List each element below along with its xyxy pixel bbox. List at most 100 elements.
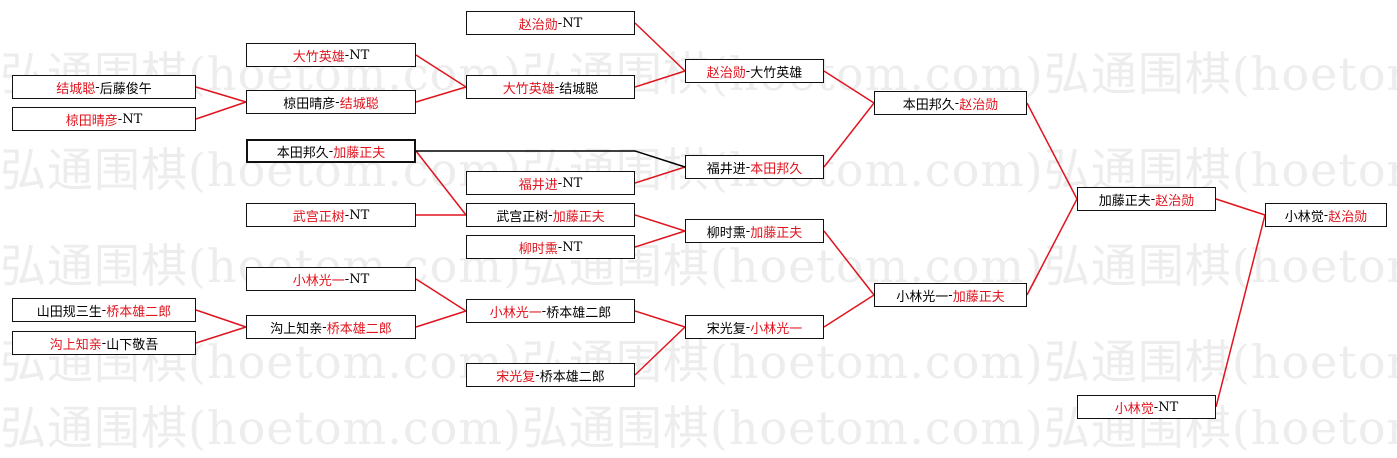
- match-box: 椋田晴彦-结城聪: [246, 90, 416, 114]
- match-box: 武宫正树-加藤正夫: [466, 203, 635, 227]
- match-separator: -: [101, 335, 107, 351]
- match-box: 武宫正树-NT: [246, 203, 416, 227]
- connector: [195, 101, 247, 120]
- match-separator: -: [554, 79, 560, 95]
- player-name: 桥本雄二郎: [106, 304, 172, 320]
- player-name: 小林光一: [489, 305, 542, 321]
- match-separator: -: [335, 94, 340, 110]
- player-name: 武宫正树: [496, 209, 549, 225]
- player-name: 加藤正夫: [552, 209, 605, 225]
- connector: [634, 230, 686, 248]
- player-name: 宋光复: [706, 321, 746, 337]
- player-name: 本田邦久: [276, 145, 329, 161]
- player-name: 小林光一: [896, 289, 949, 305]
- player-name: 小林光一: [750, 321, 803, 337]
- match-box: 山田规三生-桥本雄二郎: [12, 298, 196, 322]
- match-separator: -: [344, 271, 350, 287]
- connector: [634, 166, 686, 184]
- match-separator: -: [557, 175, 563, 191]
- connector: [1026, 102, 1078, 200]
- connector: [195, 326, 247, 344]
- match-separator: -: [557, 15, 563, 31]
- match-box: 沟上知亲-山下敬吾: [12, 331, 196, 355]
- player-name: NT: [349, 47, 370, 63]
- player-name: NT: [562, 175, 583, 191]
- match-box: 结城聪-后藤俊午: [12, 75, 196, 99]
- player-name: 椋田晴彦: [65, 113, 118, 129]
- match-separator: -: [954, 95, 960, 111]
- player-name: 山下敬吾: [106, 337, 159, 353]
- connector: [415, 86, 467, 103]
- match-separator: -: [541, 303, 547, 319]
- connector: [634, 22, 686, 72]
- match-box: 本田邦久-加藤正夫: [246, 139, 416, 163]
- player-name: 柳时熏: [518, 241, 558, 257]
- match-box: 本田邦久-赵治勋: [874, 91, 1027, 115]
- match-separator: -: [557, 239, 563, 255]
- connector: [823, 294, 875, 328]
- connector: [195, 86, 247, 103]
- player-name: 柳时熏: [706, 225, 746, 241]
- player-name: 大竹英雄: [502, 81, 555, 97]
- connector: [415, 278, 467, 312]
- player-name: 赵治勋: [1328, 209, 1368, 225]
- connector: [634, 70, 686, 88]
- match-box: 小林光一-加藤正夫: [874, 283, 1027, 307]
- match-box: 椋田晴彦-NT: [12, 107, 196, 131]
- connector: [195, 309, 247, 328]
- connector: [1215, 214, 1266, 408]
- match-box: 柳时熏-加藤正夫: [685, 219, 824, 243]
- player-name: 加藤正夫: [952, 289, 1005, 305]
- player-name: NT: [349, 207, 370, 223]
- match-box: 小林觉-NT: [1077, 395, 1216, 419]
- match-separator: -: [745, 159, 751, 175]
- player-name: 后藤俊午: [99, 81, 152, 97]
- connector: [1215, 198, 1266, 216]
- match-box: 小林光一-桥本雄二郎: [466, 299, 635, 323]
- player-name: 赵治勋: [518, 17, 558, 33]
- player-name: 加藤正夫: [750, 225, 803, 241]
- connector: [823, 70, 875, 104]
- player-name: 桥本雄二郎: [326, 321, 392, 337]
- player-name: 赵治勋: [706, 65, 746, 81]
- player-name: 宋光复: [496, 369, 536, 385]
- match-separator: -: [117, 111, 123, 127]
- connector: [415, 54, 467, 88]
- final-match-box: 小林觉-赵治勋: [1265, 203, 1387, 227]
- player-name: 桥本雄二郎: [546, 305, 612, 321]
- match-separator: -: [745, 63, 751, 79]
- player-name: 小林觉: [1284, 209, 1324, 225]
- match-separator: -: [745, 319, 751, 335]
- player-name: 结城聪: [559, 81, 599, 97]
- match-box: 小林光一-NT: [246, 267, 416, 291]
- player-name: 武宫正树: [292, 209, 345, 225]
- player-name: 大竹英雄: [292, 49, 345, 65]
- connector: [416, 150, 686, 168]
- player-name: 椋田晴彦: [283, 96, 336, 112]
- match-separator: -: [745, 223, 751, 239]
- match-box: 赵治勋-大竹英雄: [685, 59, 824, 83]
- player-name: 赵治勋: [1155, 193, 1195, 209]
- player-name: 小林觉: [1114, 401, 1154, 417]
- player-name: 小林光一: [292, 273, 345, 289]
- player-name: 结城聪: [56, 81, 96, 97]
- connector: [634, 326, 686, 376]
- player-name: 福井进: [706, 161, 746, 177]
- player-name: NT: [1158, 399, 1179, 415]
- bracket-connectors: [195, 22, 1266, 408]
- match-separator: -: [328, 143, 334, 159]
- player-name: 福井进: [518, 177, 558, 193]
- match-separator: -: [535, 367, 540, 383]
- player-name: 大竹英雄: [750, 65, 803, 81]
- player-name: 本田邦久: [902, 97, 955, 113]
- match-box: 宋光复-小林光一: [685, 315, 824, 339]
- match-separator: -: [95, 79, 100, 95]
- match-box: 沟上知亲-桥本雄二郎: [246, 315, 416, 339]
- match-box: 柳时熏-NT: [466, 235, 635, 259]
- match-separator: -: [1150, 191, 1156, 207]
- match-box: 宋光复-桥本雄二郎: [466, 363, 635, 387]
- player-name: 沟上知亲: [270, 321, 323, 337]
- match-box: 福井进-NT: [466, 171, 635, 195]
- connector: [823, 102, 875, 168]
- player-name: NT: [122, 111, 143, 127]
